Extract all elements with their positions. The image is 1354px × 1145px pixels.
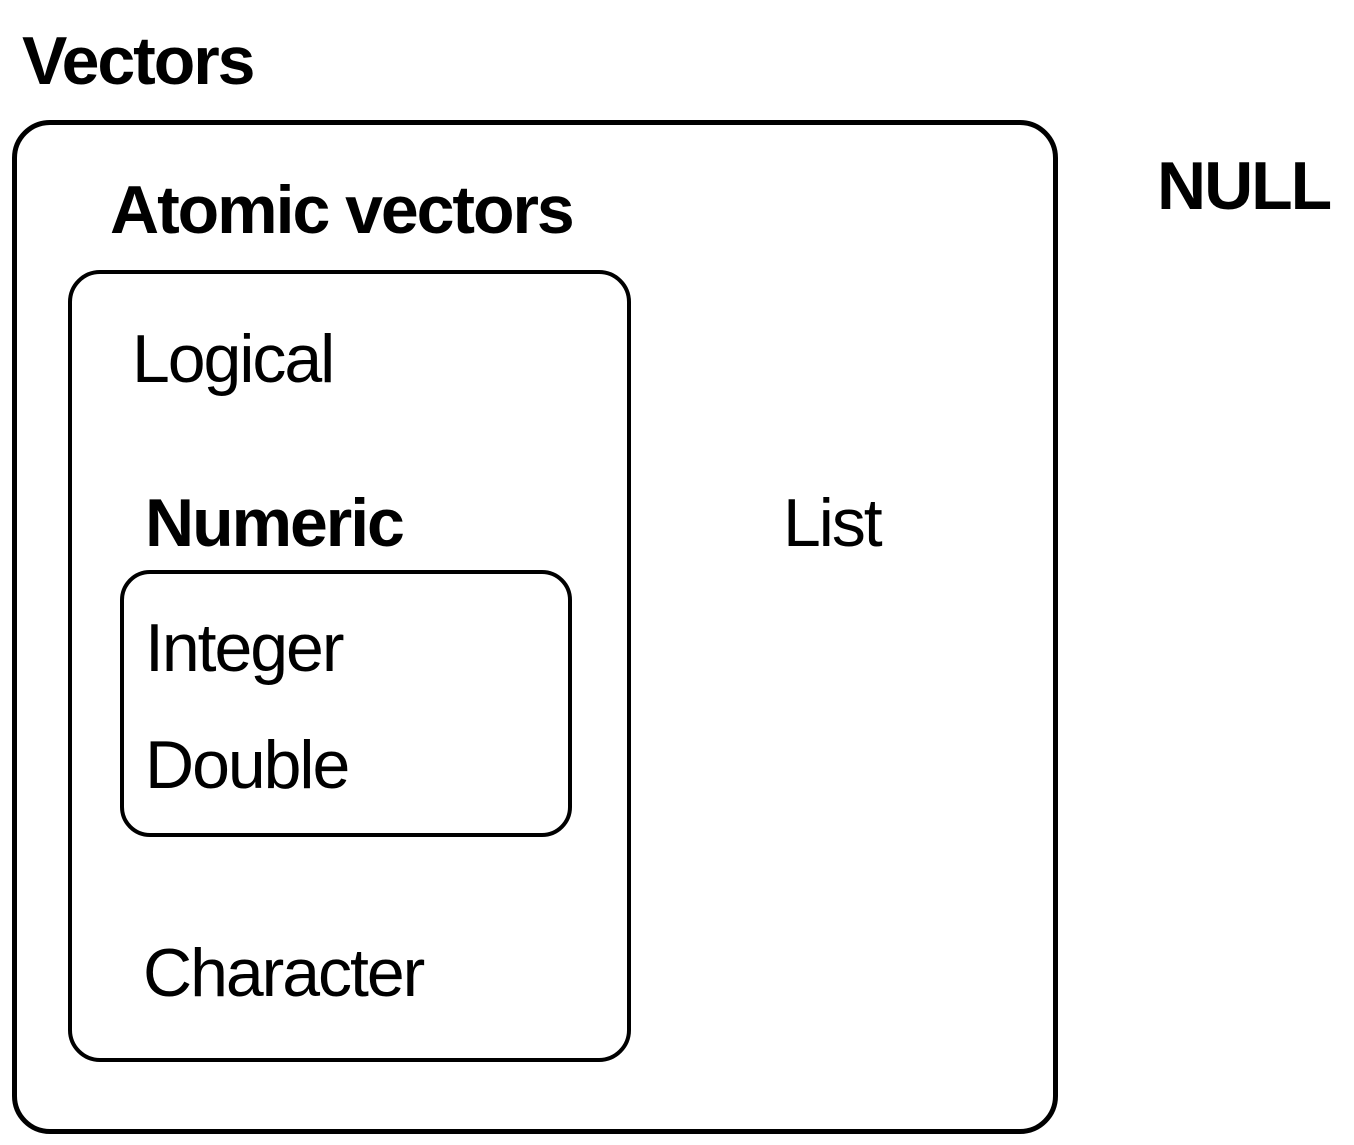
integer-label: Integer [145, 610, 344, 686]
null-label: NULL [1157, 148, 1332, 224]
numeric-box: Integer Double [120, 570, 572, 837]
double-label: Double [145, 727, 350, 803]
atomic-vectors-label: Atomic vectors [110, 172, 575, 248]
numeric-label: Numeric [145, 485, 405, 561]
atomic-vectors-box: Logical Numeric Integer Double Character [68, 270, 631, 1062]
logical-label: Logical [132, 321, 335, 397]
vectors-title: Vectors [22, 23, 255, 99]
vectors-box: Atomic vectors List Logical Numeric Inte… [12, 120, 1058, 1134]
list-label: List [783, 485, 883, 561]
character-label: Character [143, 935, 425, 1011]
